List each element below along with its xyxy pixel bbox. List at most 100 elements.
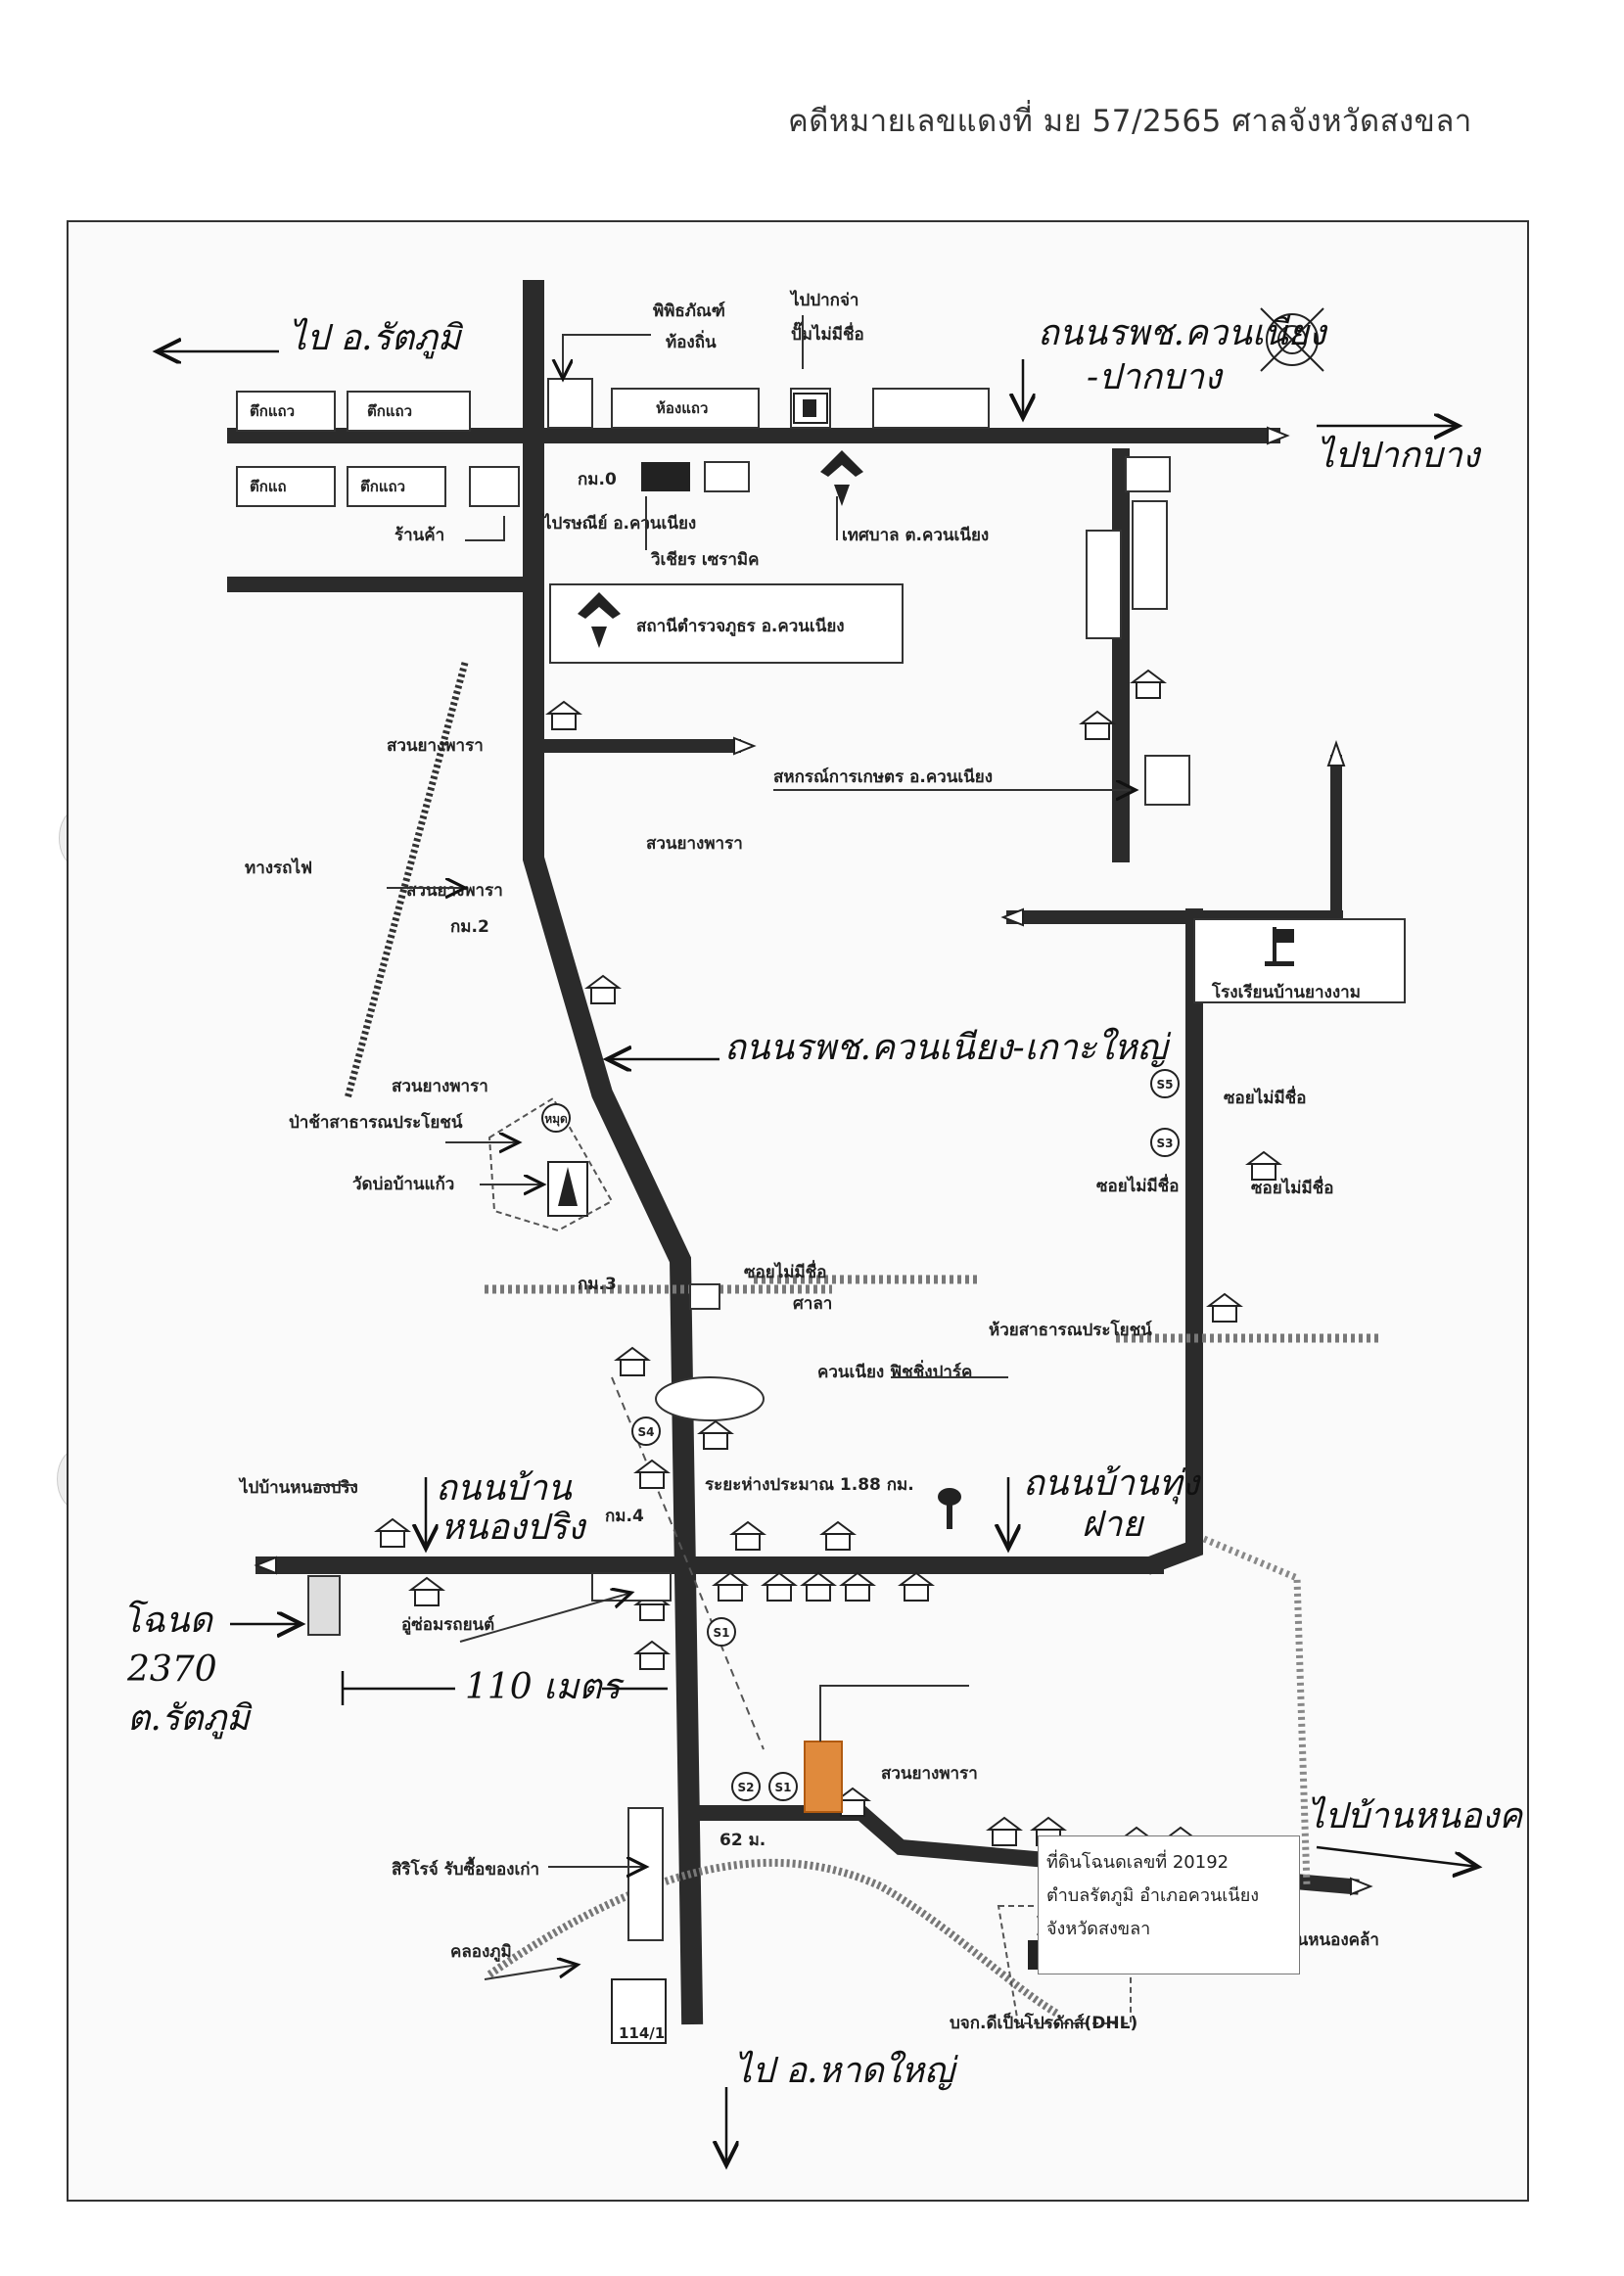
dashed-guide xyxy=(611,1376,765,1750)
hand-road-thungfai-2: ฝาย xyxy=(1082,1505,1145,1545)
svg-text:S5: S5 xyxy=(1157,1078,1174,1092)
land-title-line-1: ที่ดินโฉนดเลขที่ 20192 xyxy=(1046,1852,1230,1873)
hand-road-thungfai: ถนนบ้านทุ่ง xyxy=(1023,1463,1201,1505)
label-sala: ศาลา xyxy=(793,1294,832,1314)
label-museum: พิพิธภัณฑ์ xyxy=(653,301,725,321)
house-icon xyxy=(374,669,1282,1915)
land-title-box: ที่ดินโฉนดเลขที่ 20192 ตำบลรัตภูมิ อำเภอ… xyxy=(1038,1835,1300,1974)
north-compass-icon xyxy=(1260,307,1324,372)
label-shophouse-5: ตึกแถว xyxy=(360,478,405,495)
label-soi-a: ซอยไม่มีชื่อ xyxy=(1224,1086,1306,1108)
leader-lines xyxy=(313,315,1136,1980)
road-main-vertical xyxy=(523,280,704,2025)
label-rubber-garden-3: สวนยางพารา xyxy=(406,881,503,901)
label-fishing-park: ควนเนียง ฟิชชิ่งปาร์ค xyxy=(817,1360,972,1382)
school-flag-icon xyxy=(1265,927,1294,966)
map-frame: S5 S3 S4 S1 S2 S1 หมุด พิพิธภัณฑ์ ท้องถิ… xyxy=(67,220,1529,2202)
label-wat: วัดบ่อบ้านแก้ว xyxy=(352,1175,454,1194)
hand-dimension-110m xyxy=(341,1671,668,1705)
dotted-lane-east xyxy=(1202,1535,1311,1887)
house-114-1 xyxy=(611,1978,667,2044)
label-rubber-garden-2: สวนยางพารา xyxy=(646,834,743,854)
svg-text:S1: S1 xyxy=(775,1781,792,1794)
label-post-office: ไปรษณีย์ อ.ควนเนียง xyxy=(541,513,696,534)
label-school: โรงเรียนบ้านยางงาม xyxy=(1211,982,1361,1002)
label-rubber-garden-4: สวนยางพารา xyxy=(392,1077,488,1096)
hand-road-mid: ถนนรพช.ควนเนียง-เกาะใหญ่ xyxy=(724,1027,1172,1068)
hatched-parcel-left xyxy=(307,1575,341,1636)
label-km4: กม.4 xyxy=(605,1507,644,1526)
hand-road-nongpling: ถนนบ้าน xyxy=(436,1468,573,1509)
label-dhl: บจก.ดีเป็นโปรดักส์(DHL) xyxy=(950,2011,1137,2033)
buildings-top xyxy=(236,378,1406,1003)
road-end-markers xyxy=(254,426,1373,1896)
canal-line xyxy=(487,1858,1060,2018)
label-soi-d: ซอยไม่มีชื่อ xyxy=(744,1260,826,1282)
land-title-line-2: ตำบลรัตภูมิ อำเภอควนเนียง xyxy=(1046,1885,1260,1906)
label-62m: 62 ม. xyxy=(719,1831,766,1850)
hand-road-top-2: -ปากบาง xyxy=(1087,357,1224,397)
label-canal: คลองภูมิ xyxy=(450,1942,512,1963)
hand-110-meters: 110 เมตร xyxy=(465,1667,626,1707)
scrap-shop-rect xyxy=(627,1807,664,1941)
label-km2: กม.2 xyxy=(450,917,489,937)
land-title-line-3: จังหวัดสงขลา xyxy=(1046,1919,1151,1939)
label-municipality: เทศบาล ต.ควนเนียง xyxy=(842,525,989,545)
road-east-vertical xyxy=(1143,908,1203,1575)
label-shophouse-3: ห้องแถว xyxy=(656,399,708,417)
gas-pump-icon xyxy=(793,393,828,424)
label-rubber-garden-1: สวนยางพารา xyxy=(387,736,484,756)
hand-arrow-nong-khla xyxy=(1316,1845,1478,1867)
car-repair-rect xyxy=(591,1572,672,1602)
target-parcel-leader xyxy=(819,1685,969,1742)
hand-road-nongpling-2: หนองปริง xyxy=(441,1508,587,1548)
hand-to-nong-khla: ไปบ้านหนองคล้า xyxy=(1307,1795,1527,1836)
route-node-labels: S5 S3 S4 S1 S2 S1 หมุด xyxy=(544,1078,1173,1794)
label-km0: กม.0 xyxy=(578,470,617,489)
svg-text:S1: S1 xyxy=(714,1626,730,1640)
label-soi-b: ซอยไม่มีชื่อ xyxy=(1096,1174,1179,1196)
hand-parcel-location: ต.รัตภูมิ xyxy=(127,1698,253,1740)
label-shophouse-1: ตึกแถว xyxy=(250,402,295,420)
label-to-pakcha: ไปปากจ่า xyxy=(789,290,858,310)
svg-text:S3: S3 xyxy=(1157,1137,1174,1150)
svg-text:หมุด: หมุด xyxy=(544,1112,568,1127)
label-soi-c: ซอยไม่มีชื่อ xyxy=(1251,1176,1333,1198)
svg-text:S2: S2 xyxy=(738,1781,755,1794)
label-agri-coop: สหกรณ์การเกษตร อ.ควนเนียง xyxy=(773,766,993,787)
label-rubber-garden-6: สวนยางพารา xyxy=(881,1764,978,1784)
label-railway: ทางรถไฟ xyxy=(245,858,312,878)
hand-to-rattaphum: ไป อ.รัตภูมิ xyxy=(289,317,464,359)
hand-to-pakbang: ไปปากบาง xyxy=(1317,435,1482,476)
target-parcel-highlight xyxy=(804,1741,843,1813)
temple-icon xyxy=(547,1161,588,1217)
label-shophouse-4: ตึกแถ xyxy=(250,478,287,495)
label-house-114-1: 114/1 xyxy=(619,2024,665,2042)
sketch-map: S5 S3 S4 S1 S2 S1 หมุด พิพิธภัณฑ์ ท้องถิ… xyxy=(122,280,1527,2200)
roads xyxy=(227,280,1360,2025)
fishing-park-pond xyxy=(655,1376,765,1421)
sala-rect xyxy=(689,1283,720,1310)
label-vichian: วิเชียร เซรามิค xyxy=(651,549,760,570)
railway-line xyxy=(344,662,469,1099)
case-reference-header: คดีหมายเลขแดงที่ มย 57/2565 ศาลจังหวัดสง… xyxy=(788,104,1472,139)
label-shophouse-2: ตึกแถว xyxy=(367,402,412,420)
label-to-nong-pling: ไปบ้านหนองปริง xyxy=(238,1477,358,1498)
label-shop: ร้านค้า xyxy=(394,526,444,545)
creek-dotted xyxy=(485,1275,1380,1343)
police-emblem-icon xyxy=(578,450,863,648)
svg-text:S4: S4 xyxy=(638,1425,655,1439)
temple-dashed-boundary xyxy=(487,1096,614,1232)
route-nodes xyxy=(541,1069,1180,1801)
hand-to-bang-klam: ไป อ.หาดใหญ่ xyxy=(734,2050,959,2091)
label-scrap-shop: สิริโรจ์ รับซื้อของเก่า xyxy=(392,1856,539,1880)
hand-parcel-no: 2370 xyxy=(126,1649,217,1690)
label-public-forest: ป่าช้าสาธารณประโยชน์ xyxy=(289,1112,463,1133)
label-museum-2: ท้องถิ่น xyxy=(666,330,717,352)
label-distance: ระยะห่างประมาณ 1.88 กม. xyxy=(705,1475,914,1495)
post-office-block xyxy=(641,462,690,491)
label-police-station: สถานีตำรวจภูธร อ.ควนเนียง xyxy=(636,616,845,637)
hand-road-top: ถนนรพช.ควนเนียง xyxy=(1038,313,1328,353)
hand-parcel: โฉนด xyxy=(122,1600,213,1641)
label-car-repair: อู่ซ่อมรถยนต์ xyxy=(401,1614,494,1636)
